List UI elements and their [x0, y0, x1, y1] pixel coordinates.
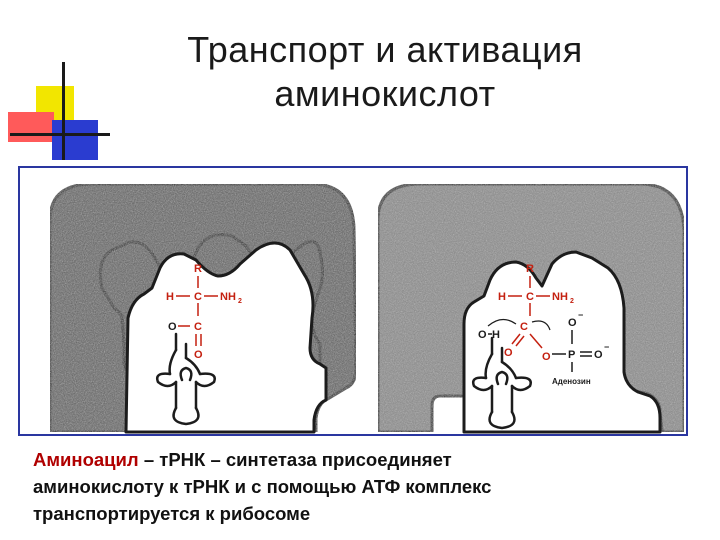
left-atom-r: R: [194, 263, 202, 275]
left-trna-icon: [156, 332, 216, 426]
left-amino-acid: R H C NH 2 O C O: [166, 263, 242, 361]
slide-title: Транспорт и активация аминокислот: [90, 28, 680, 116]
left-atom-nh: NH: [220, 291, 236, 303]
decor-red-square: [8, 112, 54, 142]
right-atom-o-left: O: [478, 329, 487, 341]
left-atom-nh-sub: 2: [238, 298, 242, 305]
right-attack-arrow-icon: [531, 320, 551, 331]
left-atom-h: H: [166, 291, 174, 303]
left-atom-o2: O: [194, 349, 203, 361]
right-atom-nh-sub: 2: [570, 298, 574, 305]
left-atom-c1: C: [194, 291, 202, 303]
right-aminoacyl-amp: R H C NH 2 O H C O O P O −: [478, 263, 609, 386]
right-trna-icon: [472, 336, 532, 430]
decor-horizontal-line: [10, 133, 110, 136]
left-attack-arrow-icon: [487, 318, 517, 327]
right-atom-c1: C: [526, 291, 534, 303]
caption-line-1-rest: – тРНК – синтетаза присоединяет: [138, 449, 452, 470]
left-atom-o: O: [168, 321, 177, 333]
right-atom-o-bottom: O: [504, 347, 513, 359]
figure-frame: R H C NH 2 O C O R H C NH 2: [18, 166, 688, 436]
right-atom-nh: NH: [552, 291, 568, 303]
caption-line-1: Аминоацил – тРНК – синтетаза присоединяе…: [33, 446, 693, 473]
decor-vertical-line: [62, 62, 65, 160]
right-charge-top: −: [578, 310, 583, 320]
right-atom-o-right: O: [594, 349, 603, 361]
left-atom-c2: C: [194, 321, 202, 333]
title-line-2: аминокислот: [274, 73, 496, 114]
right-atom-c2: C: [520, 321, 528, 333]
title-line-1: Транспорт и активация: [187, 29, 583, 70]
right-atom-h: H: [498, 291, 506, 303]
caption-accent: Аминоацил: [33, 449, 139, 470]
decor-blue-square: [52, 120, 98, 160]
right-atom-r: R: [526, 263, 534, 275]
caption-line-2: аминокислоту к тРНК и с помощью АТФ комп…: [33, 476, 492, 497]
right-atom-p: P: [568, 349, 575, 361]
right-atom-o-top: O: [568, 317, 577, 329]
caption-line-3: транспортируется к рибосоме: [33, 503, 311, 524]
adenosine-label: Аденозин: [552, 377, 591, 386]
right-atom-o-bridge: O: [542, 351, 551, 363]
right-atom-h2: H: [492, 329, 500, 341]
enzyme-trna-illustration: R H C NH 2 O C O R H C NH 2: [48, 182, 686, 434]
caption-text: Аминоацил – тРНК – синтетаза присоединяе…: [33, 446, 693, 527]
right-charge-right: −: [604, 342, 609, 352]
